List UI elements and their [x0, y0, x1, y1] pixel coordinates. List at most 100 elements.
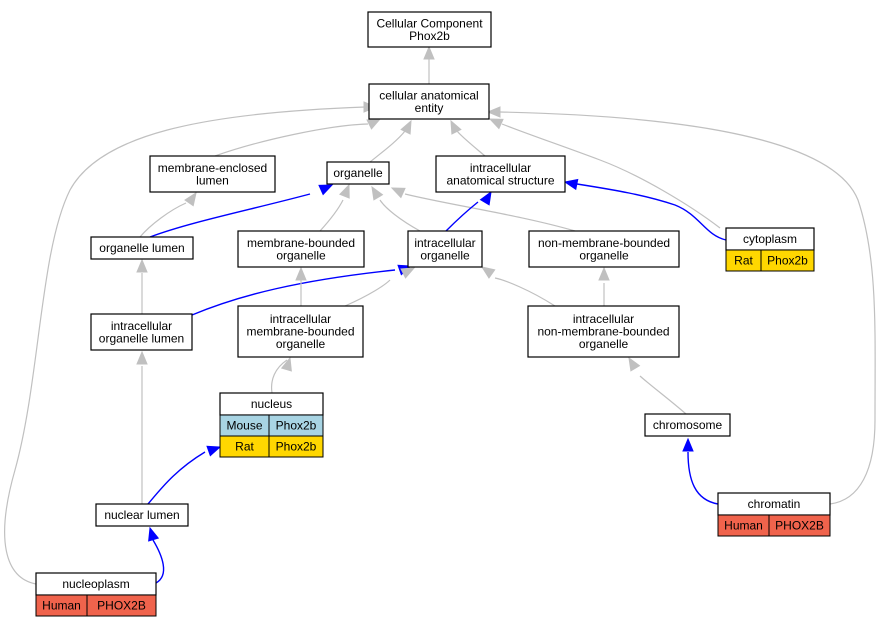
edge-layer: [4, 45, 876, 585]
edge-io-to-org: [371, 185, 421, 232]
edge-chromatin-to-cae: [486, 106, 876, 505]
node-org[interactable]: organelle: [326, 161, 390, 185]
species-label: Rat: [734, 254, 753, 268]
edge-mbo-to-org: [319, 183, 350, 232]
node-label: organelle: [333, 166, 383, 180]
edge-mel-to-cae: [214, 118, 382, 157]
edge-line: [152, 539, 165, 584]
arrowhead: [480, 266, 496, 279]
species-label: Mouse: [226, 419, 262, 433]
node-box: [90, 236, 194, 260]
node-label: membrane-bounded: [246, 325, 354, 339]
node-box: [237, 305, 364, 358]
node-box: [326, 161, 390, 185]
arrowhead: [295, 266, 307, 281]
node-label: organelle lumen: [99, 331, 184, 345]
gene-label: Phox2b: [767, 254, 808, 268]
gene-cell: [86, 594, 157, 617]
edge-line: [369, 130, 406, 163]
node-label: organelle: [276, 248, 326, 262]
node-chromo[interactable]: chromosome: [644, 413, 731, 437]
arrowhead: [563, 178, 579, 191]
edge-inmbo-to-io: [480, 266, 556, 307]
edge-line: [445, 201, 479, 232]
edge-line: [687, 451, 719, 505]
edge-orglum-to-mel: [139, 191, 197, 238]
arrowhead: [148, 526, 160, 542]
arrowhead: [400, 267, 416, 279]
node-box: [367, 11, 492, 48]
gene-label: Phox2b: [276, 419, 317, 433]
arrowhead: [488, 118, 504, 130]
edge-nmbo-to-org: [390, 187, 576, 232]
node-label: membrane-bounded: [247, 236, 355, 250]
edge-cae-to-root: [423, 45, 435, 84]
node-box: [95, 503, 189, 527]
arrowhead: [136, 350, 148, 365]
node-box: [90, 313, 193, 351]
node-box: [435, 155, 566, 193]
edge-cyto-to-ias: [563, 178, 727, 241]
node-inmbo[interactable]: intracellularnon-membrane-boundedorganel…: [527, 305, 680, 358]
node-label: anatomical structure: [446, 173, 554, 187]
arrowhead: [318, 184, 334, 196]
arrowhead: [371, 185, 384, 201]
gene-cell: [768, 514, 831, 537]
arrowhead: [479, 190, 492, 206]
edge-orglum-to-org: [149, 184, 334, 238]
node-box: [528, 230, 680, 268]
node-label: organelle: [579, 248, 629, 262]
node-orglum[interactable]: organelle lumen: [90, 236, 194, 260]
gene-cell: [760, 249, 815, 272]
edge-org-to-cae: [369, 119, 412, 163]
arrowhead: [366, 118, 382, 130]
node-label: nucleus: [251, 397, 292, 411]
arrowhead: [280, 356, 292, 372]
edge-imbo-to-io: [344, 267, 416, 307]
node-box: [644, 413, 731, 437]
edge-nuc-to-imbo: [270, 356, 292, 394]
node-box: [149, 155, 276, 193]
node-label: non-membrane-bounded: [538, 236, 670, 250]
edge-line: [456, 130, 486, 157]
node-label: intracellular: [470, 161, 531, 175]
edge-line: [4, 106, 366, 585]
node-label: Phox2b: [409, 29, 450, 43]
node-nuclum[interactable]: nuclear lumen: [95, 503, 189, 527]
edge-line: [404, 193, 576, 232]
edge-line: [147, 451, 206, 505]
species-label: Human: [724, 519, 763, 533]
node-box: [407, 230, 483, 268]
edge-cyto-to-cae: [488, 118, 721, 229]
edge-line: [576, 183, 727, 241]
node-label: cellular anatomical: [379, 88, 478, 102]
species-label: Human: [42, 599, 81, 613]
edge-line: [494, 277, 556, 307]
edge-imbo-to-mbo: [295, 266, 307, 306]
arrowhead: [628, 356, 641, 372]
gene-label: PHOX2B: [97, 599, 146, 613]
edge-line: [639, 375, 687, 415]
edge-line: [139, 202, 187, 238]
annotation-row: Rat Phox2b: [725, 249, 815, 272]
edge-iol-to-orglum: [136, 258, 148, 314]
edge-nuclum-to-iol: [136, 350, 148, 504]
edge-line: [191, 269, 396, 316]
node-box: [237, 230, 365, 268]
node-label: nuclear lumen: [104, 508, 179, 522]
arrowhead: [206, 445, 222, 457]
